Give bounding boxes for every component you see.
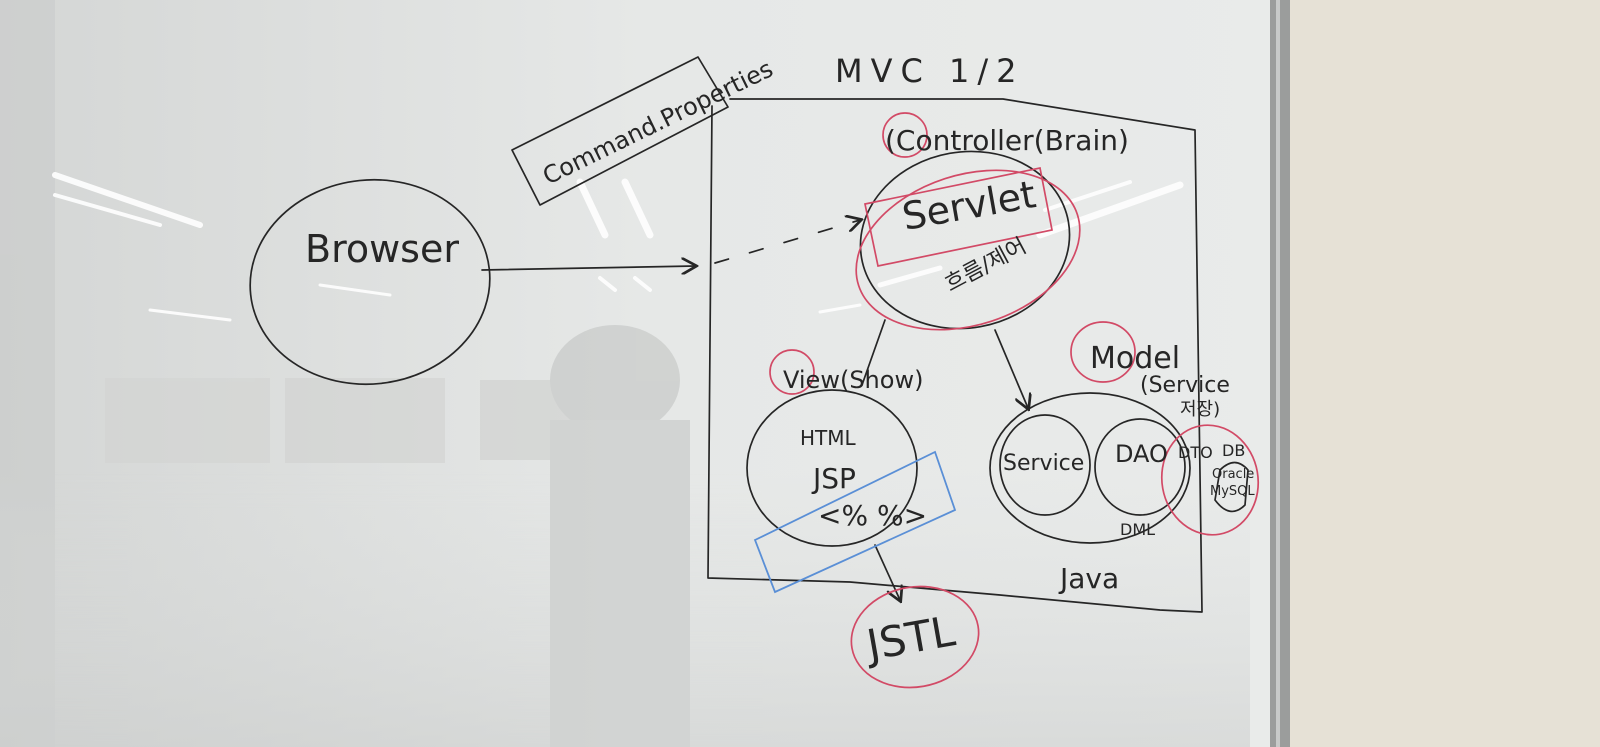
reflections	[0, 325, 1250, 747]
dto-db-red-circle	[1160, 424, 1260, 536]
model-service-note-text: (Service	[1140, 373, 1230, 398]
service-text: Service	[1003, 451, 1084, 476]
model-label-text: Model	[1090, 341, 1180, 376]
controller-label-red-circle	[882, 112, 928, 158]
dto-text: DTO	[1178, 443, 1213, 462]
jsp-text: JSP	[811, 462, 856, 495]
controller-to-model-arrow	[994, 329, 1028, 408]
jsp-tag-text: <% %>	[818, 499, 927, 532]
jsp-blue-box	[753, 450, 957, 594]
model-label-red-circle	[1070, 321, 1136, 383]
dao-circle	[1094, 418, 1186, 516]
view-label-red-circle	[769, 349, 815, 395]
view-label-text: View(Show)	[783, 366, 923, 394]
title-text: MVC 1/2	[835, 52, 1025, 90]
db-text: DB	[1222, 441, 1245, 460]
controller-label-text: (Controller(Brain)	[885, 124, 1129, 157]
dashed-arrow-to-servlet	[714, 220, 860, 264]
controller-circle	[859, 150, 1071, 330]
model-note2-text: 저장)	[1180, 399, 1220, 420]
dml-text: DML	[1120, 520, 1155, 539]
ceiling-light-reflections	[52, 172, 1184, 322]
mvc-frame	[707, 98, 1203, 613]
model-circle	[989, 392, 1191, 544]
browser-arrow	[481, 266, 695, 270]
java-text: Java	[1058, 562, 1119, 595]
html-text: HTML	[800, 426, 857, 450]
jstl-red-circle	[850, 585, 980, 689]
controller-to-view-line	[861, 319, 886, 386]
wall	[1290, 0, 1600, 747]
mysql-text: MySQL	[1210, 484, 1255, 499]
servlet-red-box	[863, 166, 1053, 268]
controller-red-circle	[855, 169, 1081, 331]
db-cylinder	[1214, 461, 1249, 513]
oracle-text: Oracle	[1212, 467, 1254, 482]
browser-text: Browser	[305, 227, 459, 271]
service-circle	[999, 414, 1091, 516]
dao-text: DAO	[1115, 440, 1168, 468]
command-box-outline	[511, 56, 729, 206]
view-circle	[746, 389, 918, 547]
